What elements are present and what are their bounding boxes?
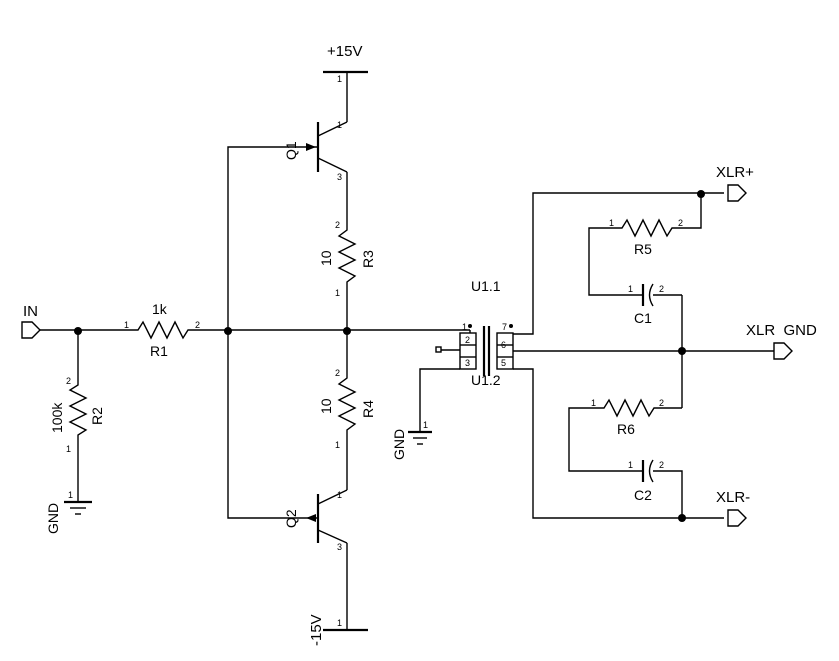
wire-xlr-plus	[513, 192, 724, 335]
gnd2-pin: 1	[423, 420, 428, 430]
c2-pin2: 2	[659, 460, 664, 470]
q1-pin1: 1	[337, 120, 342, 130]
capacitor-c1: 1 2 C1	[628, 283, 682, 326]
input-label: IN	[23, 303, 38, 320]
gnd1-label: GND	[45, 503, 61, 534]
resistor-r1: 1k R1 1 2	[124, 301, 200, 359]
output-port-xlr-plus: XLR+	[716, 164, 754, 202]
wire-base-bus	[227, 146, 318, 519]
u1-pin7: 7	[502, 322, 507, 332]
xlr-gnd-label: XLR GND	[746, 322, 817, 339]
c2-ref: C2	[634, 487, 652, 503]
r4-ref: R4	[360, 400, 376, 418]
xlr-minus-label: XLR-	[716, 489, 750, 506]
vminus-label: -15V	[308, 614, 325, 646]
r4-pin1: 1	[335, 440, 340, 450]
vplus-pin: 1	[337, 74, 342, 84]
c2-pin1: 1	[628, 460, 633, 470]
r3-ref: R3	[360, 250, 376, 268]
output-port-xlr-minus: XLR-	[716, 489, 750, 527]
u1-pin3: 3	[465, 358, 470, 368]
supply-plus: +15V 1	[323, 43, 368, 84]
u1-pin6: 6	[501, 340, 506, 350]
capacitor-c2: 1 2 C2	[628, 459, 683, 518]
resistor-r5: 1 2 R5	[609, 218, 683, 257]
wire-u1-pin3-gnd	[419, 368, 460, 432]
r2-pin1: 1	[66, 444, 71, 454]
r6-pin1: 1	[591, 398, 596, 408]
q1-pin3: 3	[337, 172, 342, 182]
u1-pin2: 2	[465, 335, 470, 345]
u1-bottom-ref: U1.2	[471, 372, 501, 388]
q2-ref: Q2	[283, 509, 299, 528]
r5-pin2: 2	[678, 218, 683, 228]
u1-top-ref: U1.1	[471, 278, 501, 294]
r2-pin2: 2	[66, 376, 71, 386]
r4-pin2: 2	[335, 368, 340, 378]
r3-value: 10	[318, 250, 334, 266]
r3-pin2: 2	[335, 220, 340, 230]
r1-ref: R1	[150, 343, 168, 359]
wire-xlr-minus	[513, 368, 724, 519]
r2-value: 100k	[49, 402, 65, 433]
u1-pin5: 5	[501, 358, 506, 368]
ground-symbol-u1: 1 GND	[391, 420, 432, 460]
r3-pin1: 1	[335, 288, 340, 298]
xlr-plus-label: XLR+	[716, 164, 754, 181]
gnd2-label: GND	[391, 429, 407, 460]
q1-ref: Q1	[283, 141, 299, 160]
r6-pin2: 2	[659, 398, 664, 408]
r2-ref: R2	[89, 407, 105, 425]
vplus-label: +15V	[327, 43, 362, 60]
input-port: IN	[21, 303, 41, 339]
q2-pin1: 1	[337, 490, 342, 500]
c1-ref: C1	[634, 310, 652, 326]
r6-ref: R6	[617, 421, 635, 437]
supply-minus: -15V 1	[308, 614, 368, 646]
output-port-xlr-gnd: XLR GND	[746, 322, 817, 360]
resistor-r2: 2 1 100k R2	[49, 376, 105, 454]
transistor-q1: Q1 1 3	[283, 120, 348, 182]
gnd1-pin: 1	[68, 490, 73, 500]
c1-pin1: 1	[628, 284, 633, 294]
resistor-r3: 2 1 10 R3	[318, 220, 376, 298]
transistor-q2: Q2 1 3	[283, 489, 348, 552]
r1-pin2: 2	[195, 320, 200, 330]
resistor-r6: 1 2 R6	[591, 398, 664, 437]
u1-pin2-nc	[435, 346, 442, 353]
r1-pin1: 1	[124, 320, 129, 330]
transformer-u1: 1 2 3 7 6 5 U1.1 U1.2	[459, 278, 514, 388]
resistor-r4: 2 1 10 R4	[318, 368, 376, 450]
r5-ref: R5	[634, 241, 652, 257]
vminus-pin: 1	[337, 618, 342, 628]
r5-pin1: 1	[609, 218, 614, 228]
r1-value: 1k	[152, 301, 168, 317]
ground-symbol-r2: 1 GND	[45, 490, 92, 534]
wire-r6-c2	[568, 407, 643, 472]
u1-pin1: 1	[462, 322, 467, 332]
wire-r5-c1	[588, 227, 643, 296]
r4-value: 10	[318, 398, 334, 414]
wire-r5-right	[683, 194, 702, 229]
c1-pin2: 2	[659, 284, 664, 294]
q2-pin3: 3	[337, 542, 342, 552]
